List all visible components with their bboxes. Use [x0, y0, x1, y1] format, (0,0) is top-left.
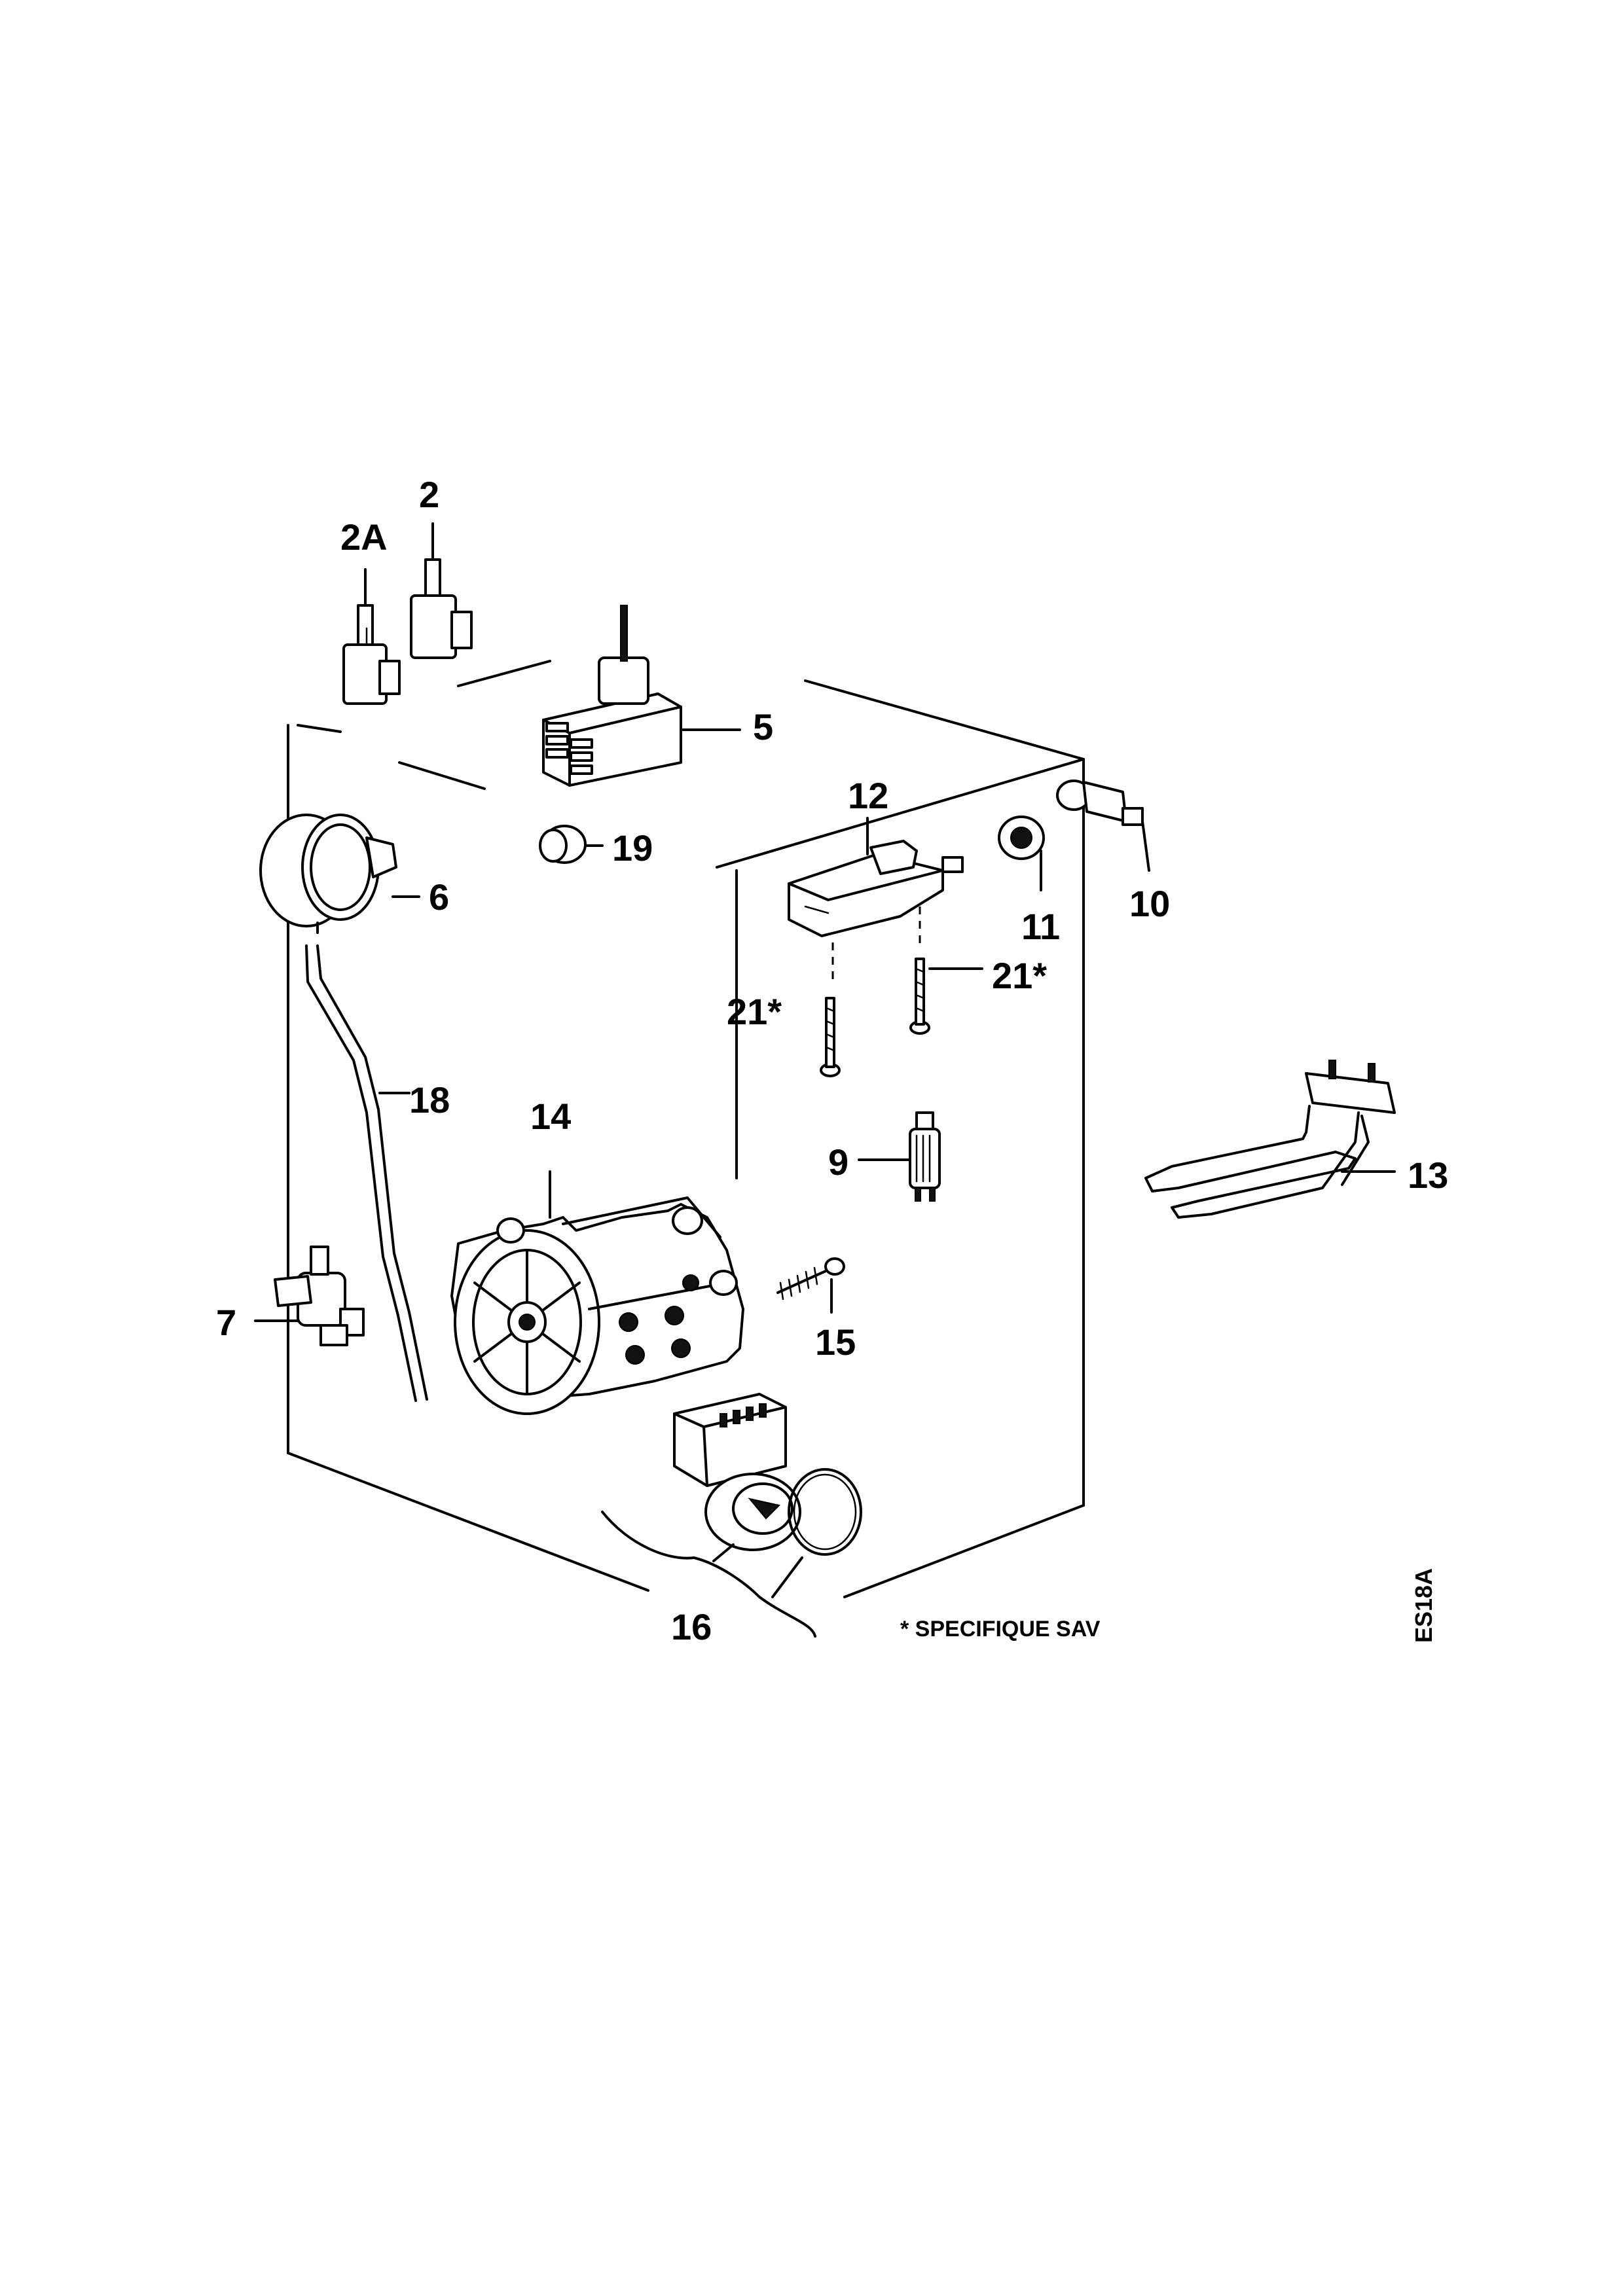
callout-2: 2 — [419, 474, 439, 515]
callout-18: 18 — [409, 1079, 450, 1121]
callout-6: 6 — [429, 876, 449, 918]
callout-14: 14 — [530, 1096, 571, 1137]
callout-7: 7 — [216, 1302, 236, 1343]
callout-15: 15 — [815, 1321, 856, 1363]
callout-19: 19 — [612, 827, 653, 869]
part-10-sensor — [1056, 780, 1150, 872]
part-11-bush — [998, 816, 1045, 891]
part-21-screw-right — [909, 958, 983, 1035]
part-12-door-lock — [788, 817, 964, 985]
part-18-hose — [305, 944, 428, 1402]
callout-9: 9 — [828, 1141, 848, 1183]
part-7-valve — [254, 1246, 365, 1346]
callout-labels: 2 2A 5 6 7 9 10 11 12 13 14 15 16 18 19 … — [216, 474, 1448, 1647]
part-13-heating-element — [1144, 1060, 1396, 1219]
callout-2a: 2A — [340, 516, 388, 558]
part-21-screw-left — [820, 997, 841, 1077]
callout-5: 5 — [753, 706, 773, 747]
callout-21-right: 21* — [992, 955, 1047, 996]
callout-13: 13 — [1408, 1155, 1448, 1196]
part-2a-switch — [342, 568, 401, 705]
diagram-code: ES18A — [1410, 1568, 1437, 1643]
pump-connector-pins — [720, 1403, 767, 1427]
callout-16: 16 — [671, 1606, 712, 1647]
callout-10: 10 — [1129, 883, 1170, 924]
callout-12: 12 — [848, 775, 888, 816]
part-15-spring — [776, 1257, 845, 1314]
part-16-pump — [601, 1393, 862, 1638]
part-6-pressure-switch — [259, 814, 420, 934]
callout-11: 11 — [1021, 906, 1060, 947]
timer-terminals — [545, 722, 593, 775]
part-5-timer — [542, 605, 741, 787]
part-9-capacitor — [858, 1111, 941, 1202]
part-14-motor — [450, 1170, 744, 1415]
footnote-specifique-sav: * SPECIFIQUE SAV — [900, 1617, 1101, 1641]
part-19-grommet — [539, 825, 604, 864]
callout-21-left: 21* — [727, 991, 782, 1032]
part-2-switch — [410, 522, 473, 659]
